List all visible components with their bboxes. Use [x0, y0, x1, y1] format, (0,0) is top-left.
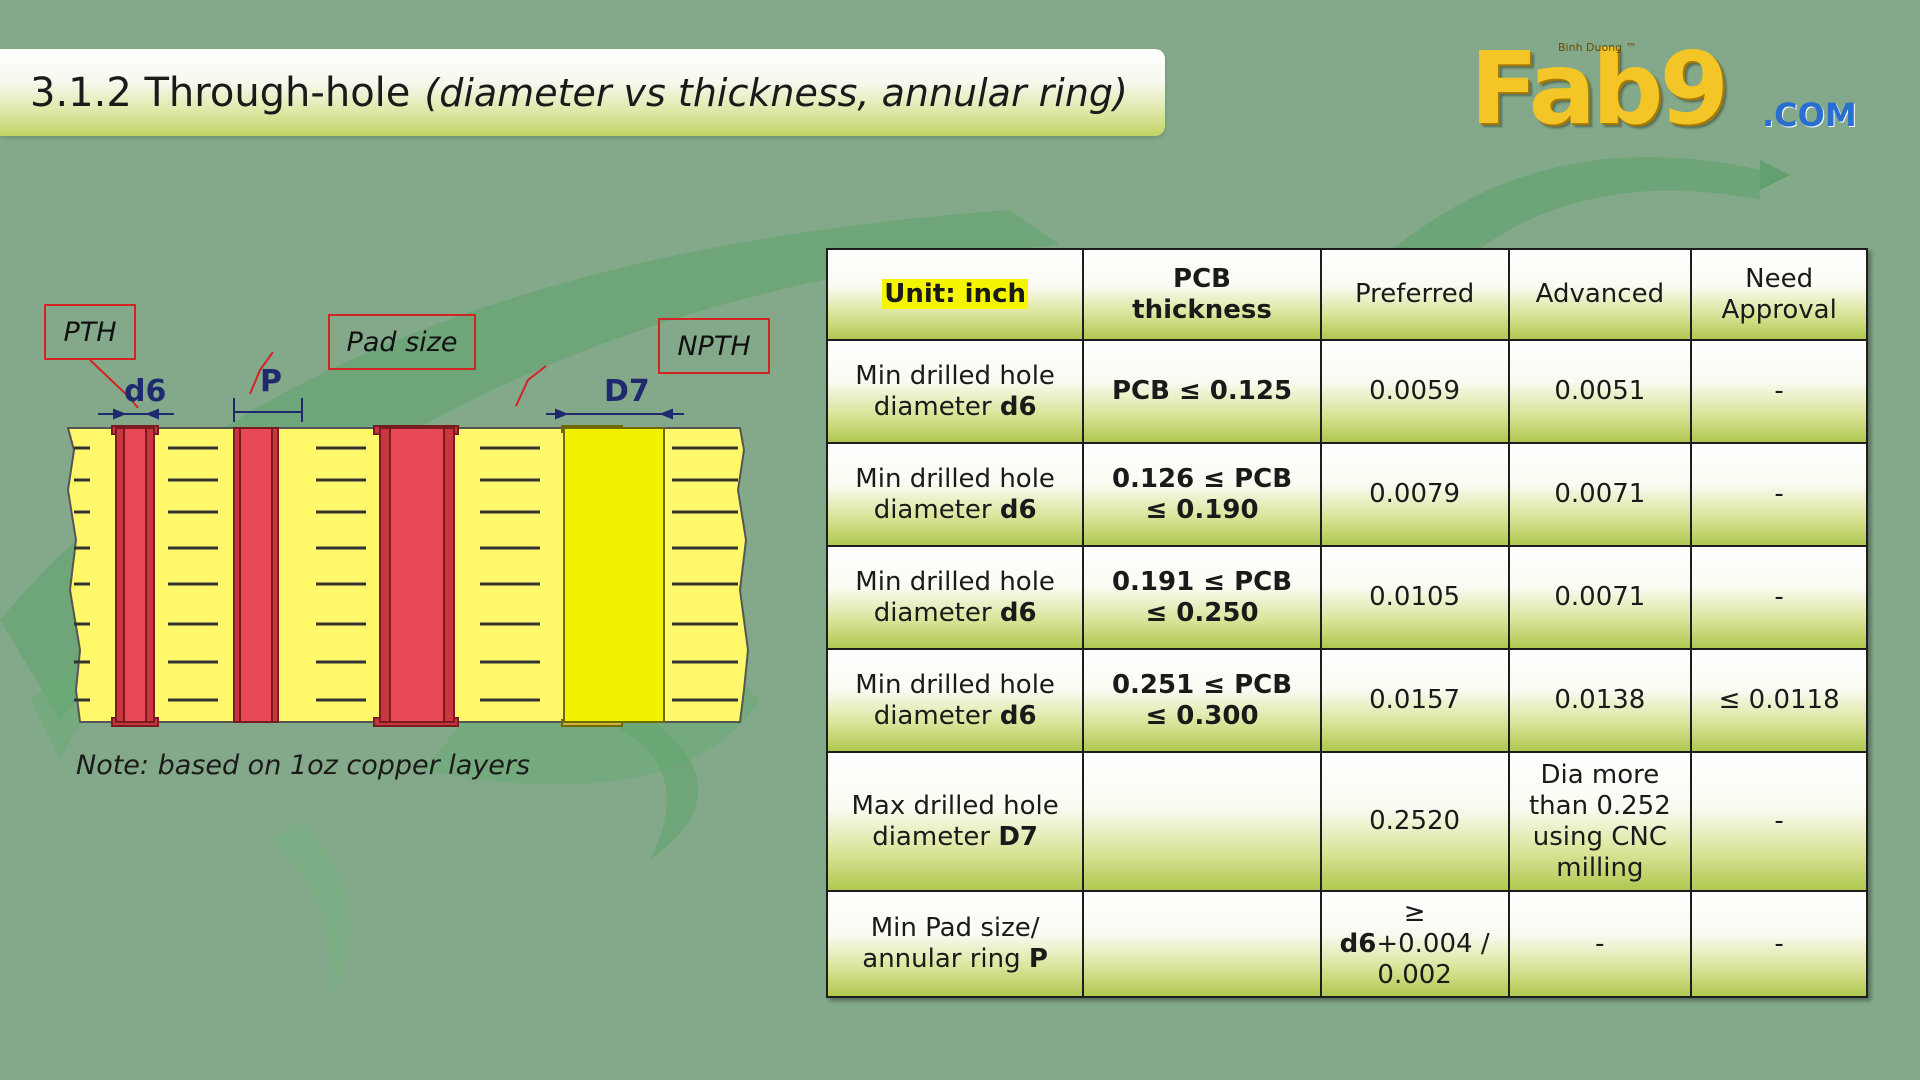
inner-copper-layers [74, 446, 738, 702]
npth-label: NPTH [658, 318, 770, 374]
row-need-approval: - [1690, 751, 1868, 892]
row-thickness: 0.191 ≤ PCB≤ 0.250 [1082, 545, 1322, 650]
row-thickness: 0.251 ≤ PCB≤ 0.300 [1082, 648, 1322, 753]
row-need-approval: - [1690, 442, 1868, 547]
label-leader-lines [89, 351, 547, 409]
row-advanced: - [1507, 890, 1693, 998]
through-hole-cross-section-diagram: PTH Pad size NPTH d6 P D7 [40, 290, 780, 730]
row-preferred: 0.0105 [1319, 545, 1510, 650]
row-advanced: 0.0051 [1507, 339, 1693, 444]
table-row: Min Pad size/annular ring P ≥d6+0.004 /0… [825, 890, 1868, 998]
row-advanced: 0.0071 [1507, 442, 1693, 547]
logo-wordmark: Fab9 [1470, 30, 1729, 147]
row-need-approval: - [1690, 339, 1868, 444]
pth-hole-large [373, 425, 459, 727]
d7-dimension-line [546, 408, 684, 420]
unit-highlight: Unit: inch [882, 279, 1028, 309]
pad-dimension-label: P [260, 364, 282, 399]
pad-size-label: Pad size [328, 314, 476, 370]
row-advanced: 0.0071 [1507, 545, 1693, 650]
pth-hole-pad [233, 427, 279, 723]
row-need-approval: - [1690, 890, 1868, 998]
row-thickness [1082, 751, 1322, 892]
header-advanced: Advanced [1507, 248, 1693, 341]
row-parameter: Min Pad size/annular ring P [825, 890, 1085, 998]
row-preferred: 0.0157 [1319, 648, 1510, 753]
row-need-approval: ≤ 0.0118 [1690, 648, 1868, 753]
slide-title: 3.1.2 Through-hole [30, 69, 411, 116]
npth-hole [561, 425, 665, 727]
d6-dimension-line [98, 408, 174, 420]
pth-hole-small [111, 425, 159, 727]
pth-label: PTH [44, 304, 136, 360]
header-unit: Unit: inch [825, 248, 1085, 341]
copper-note: Note: based on 1oz copper layers [76, 750, 531, 781]
row-advanced: 0.0138 [1507, 648, 1693, 753]
logo-tagline: Binh Duong ™ [1558, 41, 1637, 54]
row-preferred: ≥d6+0.004 /0.002 [1319, 890, 1510, 998]
header-preferred: Preferred [1319, 248, 1510, 341]
row-preferred: 0.2520 [1319, 751, 1510, 892]
pcb-cross-section [66, 351, 750, 727]
row-thickness: 0.126 ≤ PCB≤ 0.190 [1082, 442, 1322, 547]
row-thickness [1082, 890, 1322, 998]
pad-dimension-line [233, 398, 303, 422]
fab9-logo: Fab9 Binh Duong ™ .COM [1470, 24, 1870, 174]
logo-dotcom: .COM [1762, 96, 1857, 134]
row-need-approval: - [1690, 545, 1868, 650]
slide-title-banner: 3.1.2 Through-hole (diameter vs thicknes… [0, 49, 1165, 136]
row-preferred: 0.0079 [1319, 442, 1510, 547]
row-preferred: 0.0059 [1319, 339, 1510, 444]
d7-dimension-label: D7 [604, 374, 650, 409]
d6-dimension-label: d6 [124, 374, 167, 409]
row-thickness: PCB ≤ 0.125 [1082, 339, 1322, 444]
slide-subtitle: (diameter vs thickness, annular ring) [424, 70, 1128, 115]
